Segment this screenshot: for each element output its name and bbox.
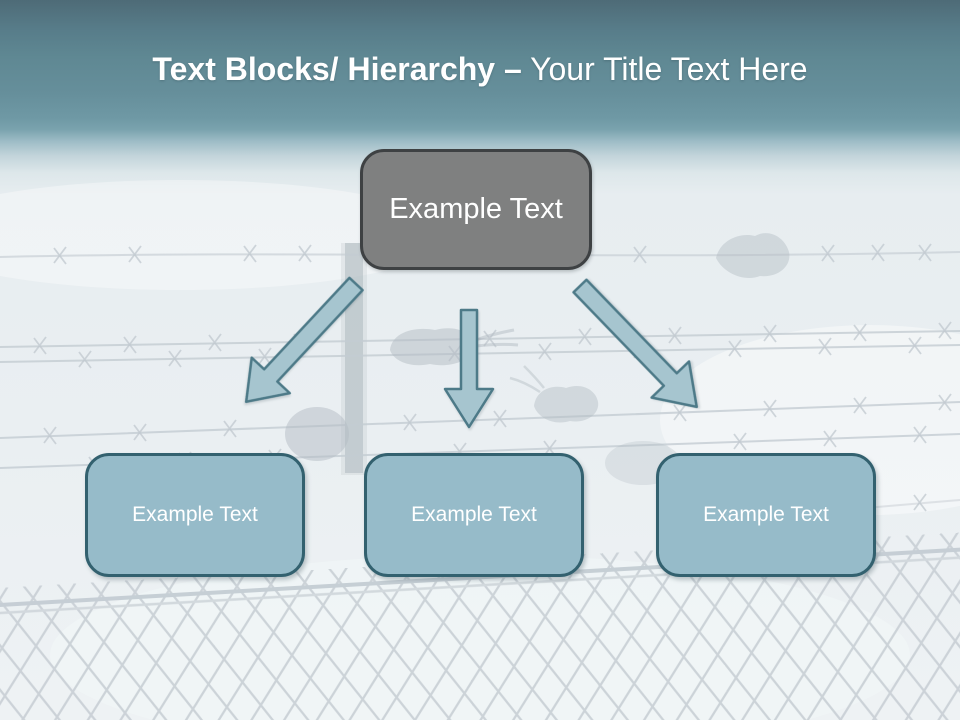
- hierarchy-child-box-middle[interactable]: Example Text: [364, 453, 584, 577]
- connector-arrow-left[interactable]: [227, 266, 375, 419]
- faded-bird-silhouettes: [285, 233, 790, 485]
- hierarchy-child-box-right[interactable]: Example Text: [656, 453, 876, 577]
- hierarchy-root-box[interactable]: Example Text: [360, 149, 592, 270]
- connector-arrow-middle[interactable]: [443, 308, 495, 429]
- child-box-left-label: Example Text: [132, 503, 258, 526]
- title-bold-text: Text Blocks/ Hierarchy –: [152, 51, 522, 87]
- connector-arrow-right[interactable]: [561, 268, 715, 425]
- child-box-right-label: Example Text: [703, 503, 829, 526]
- title-placeholder-text: Your Title Text Here: [521, 51, 808, 87]
- child-box-middle-label: Example Text: [411, 503, 537, 526]
- slide-title[interactable]: Text Blocks/ Hierarchy – Your Title Text…: [0, 51, 960, 87]
- hierarchy-child-box-left[interactable]: Example Text: [85, 453, 305, 577]
- root-box-label: Example Text: [389, 193, 563, 225]
- connector-arrows: [227, 266, 715, 429]
